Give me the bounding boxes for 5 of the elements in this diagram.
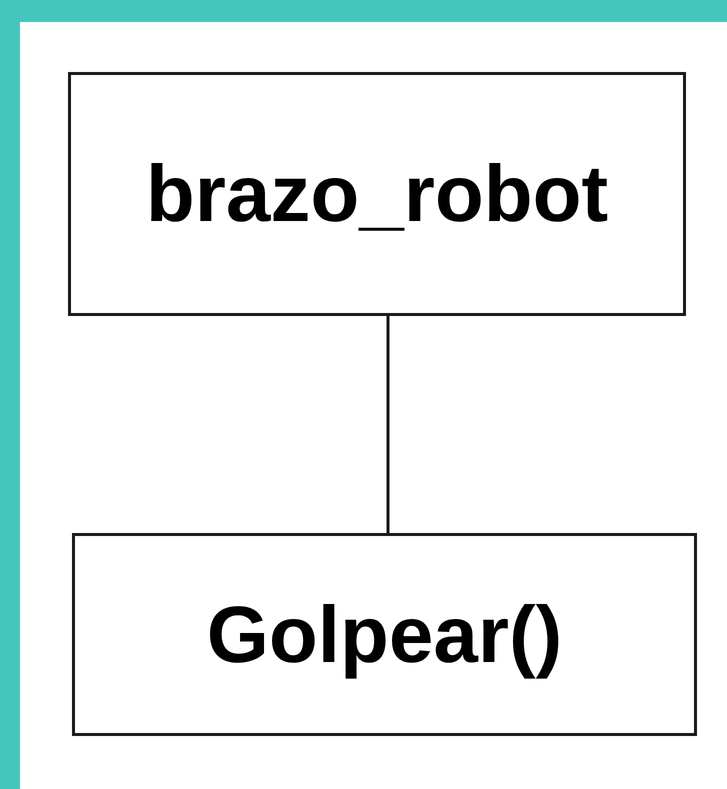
class-box bbox=[72, 533, 697, 736]
class-box bbox=[68, 72, 686, 316]
connector-line bbox=[386, 316, 390, 533]
class-name: brazo_robot bbox=[146, 148, 608, 240]
class-name: Golpear() bbox=[206, 588, 562, 680]
